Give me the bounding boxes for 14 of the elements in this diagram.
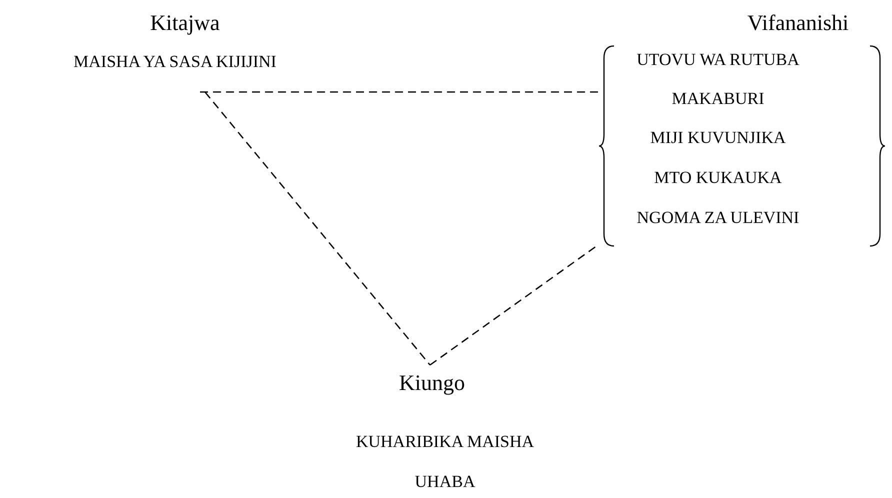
list-item: MIJI KUVUNJIKA: [650, 128, 786, 148]
dashed-line: [430, 244, 598, 366]
list-item: UTOVU WA RUTUBA: [636, 50, 800, 70]
node-title: Kitajwa: [150, 10, 220, 36]
list-item: NGOMA ZA ULEVINI: [636, 208, 800, 228]
list-item: MTO KUKAUKA: [654, 168, 782, 188]
list-item: MAKABURI: [672, 89, 764, 110]
dashed-line: [204, 92, 430, 366]
node-title: Vifananishi: [747, 10, 849, 36]
node-text: UHABA: [414, 472, 476, 492]
node-text: MAISHA YA SASA KIJIJINI: [74, 52, 276, 72]
dashed-line: [200, 91, 598, 93]
node-title: Kiungo: [399, 370, 465, 396]
node-text: KUHARIBIKA MAISHA: [356, 432, 534, 452]
